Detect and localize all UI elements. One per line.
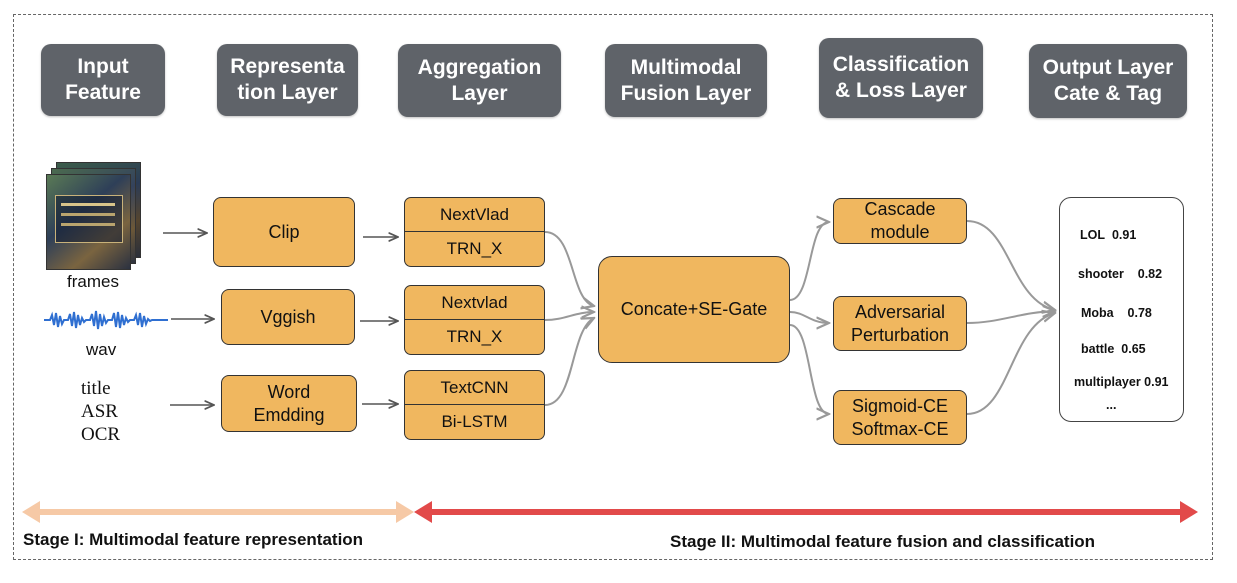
header-output-layer: Output Layer Cate & Tag (1029, 44, 1187, 118)
textcnn-label: TextCNN (405, 371, 544, 405)
nextvlad-label: Nextvlad (405, 286, 544, 320)
aggregation-box-video: NextVlad TRN_X (404, 197, 545, 267)
curve-fusion-adversarial (789, 311, 829, 323)
stage2-double-arrow (414, 501, 1198, 523)
curve-adversarial-output (966, 311, 1055, 324)
frames-label: frames (67, 272, 119, 291)
audio-waveform-icon (44, 310, 168, 330)
clip-box: Clip (213, 197, 355, 267)
bi-lstm-label: Bi-LSTM (441, 412, 508, 431)
header-classification-loss-layer: Classification & Loss Layer (819, 38, 983, 118)
tag-multiplayer: multiplayer 0.91 (1074, 375, 1169, 389)
wav-label: wav (86, 340, 117, 359)
curve-fusion-loss (789, 324, 829, 414)
stage1-label: Stage I: Multimodal feature representati… (23, 530, 364, 549)
text-input-ocr: OCR (81, 424, 121, 445)
aggregation-box-text: TextCNN Bi-LSTM (404, 370, 545, 440)
curve-fusion-cascade (789, 222, 829, 301)
curve-agg3-fusion (544, 318, 594, 406)
vggish-box: Vggish (221, 289, 355, 345)
tag-battle: battle 0.65 (1081, 342, 1146, 356)
tag-ellipsis: ... (1106, 398, 1117, 412)
tag-shooter: shooter 0.82 (1078, 267, 1163, 281)
trn-x-label: TRN_X (446, 327, 503, 346)
output-tags-box (1059, 197, 1184, 422)
header-aggregation-layer: Aggregation Layer (398, 44, 561, 117)
text-input-asr: ASR (81, 401, 118, 422)
stage1-double-arrow (22, 501, 414, 523)
curve-agg2-fusion (544, 312, 594, 321)
aggregation-box-audio: Nextvlad TRN_X (404, 285, 545, 355)
header-representation-layer: Representa tion Layer (217, 44, 358, 116)
text-input-title: title (81, 378, 111, 399)
word-embedding-box: Word Emdding (221, 375, 357, 432)
adversarial-perturbation-box: Adversarial Perturbation (833, 296, 967, 351)
tag-moba: Moba 0.78 (1081, 306, 1152, 320)
loss-function-box: Sigmoid-CE Softmax-CE (833, 390, 967, 445)
curve-cascade-output (966, 220, 1055, 310)
header-multimodal-fusion-layer: Multimodal Fusion Layer (605, 44, 767, 117)
diagram-border (13, 14, 1213, 560)
curve-loss-output (966, 313, 1055, 415)
stage2-label: Stage II: Multimodal feature fusion and … (670, 532, 1096, 551)
cascade-module-box: Cascade module (833, 198, 967, 244)
header-input-feature: Input Feature (41, 44, 165, 116)
curve-agg1-fusion (544, 231, 594, 306)
trn-x-label: TRN_X (446, 239, 503, 258)
nextvlad-label: NextVlad (405, 198, 544, 232)
concate-se-gate-box: Concate+SE-Gate (598, 256, 790, 363)
frames-image (46, 162, 141, 274)
tag-lol: LOL 0.91 (1080, 228, 1137, 242)
